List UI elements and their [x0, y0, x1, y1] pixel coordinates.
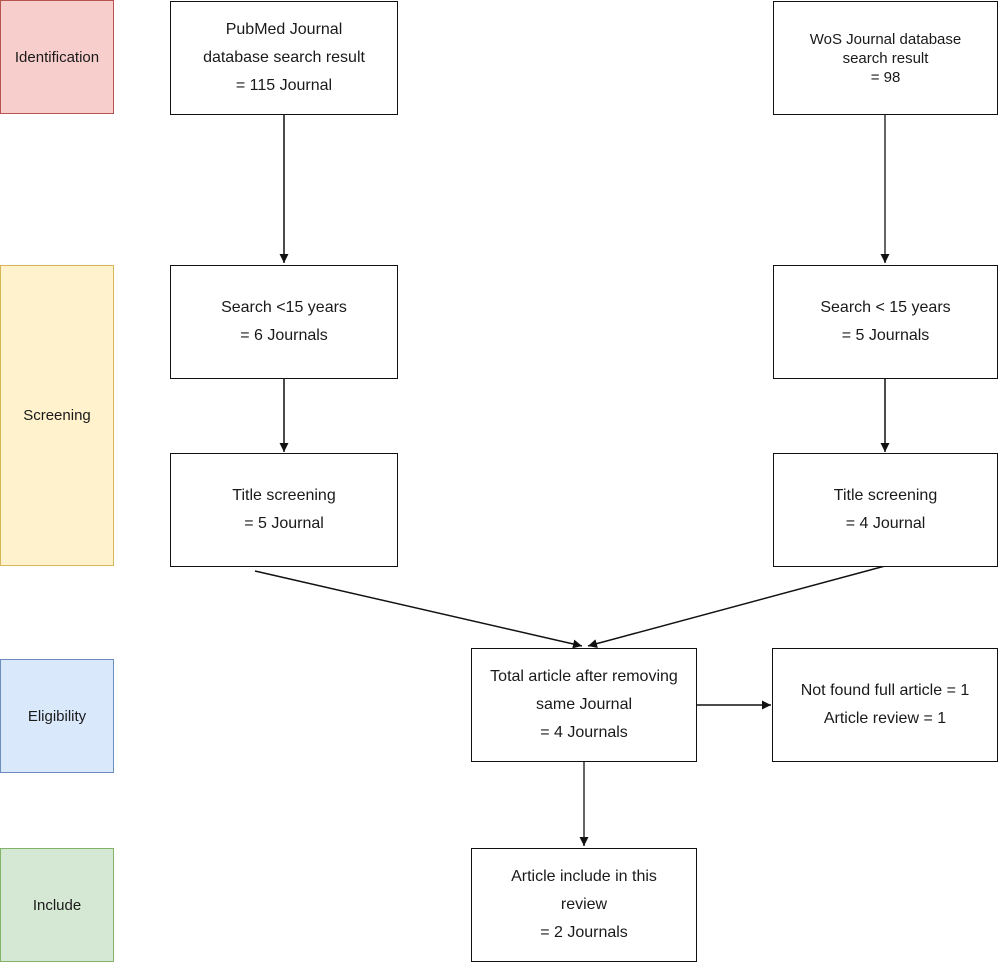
box-text-line: = 5 Journal — [244, 515, 324, 532]
box-text-line: Title screening — [833, 487, 938, 504]
box-text-line: WoS Journal database — [809, 30, 962, 48]
box-text-line: review — [560, 896, 608, 913]
box-text-line: = 4 Journal — [845, 515, 926, 532]
box-text-line: search result — [842, 49, 929, 67]
phase-include-label: Include — [32, 896, 82, 914]
arrow-pubmed-title-to-total — [254, 570, 583, 649]
phase-include: Include — [0, 848, 114, 962]
box-wos-years: Search < 15 years = 5 Journals — [773, 265, 998, 379]
box-text-line: = 115 Journal — [235, 77, 333, 94]
box-total-after-dedup: Total article after removing same Journal… — [471, 648, 697, 762]
box-text-line: Article review = 1 — [823, 710, 947, 727]
phase-screening-label: Screening — [23, 407, 91, 424]
box-pubmed-title: Title screening = 5 Journal — [170, 453, 398, 567]
box-included: Article include in this review = 2 Journal… — [471, 848, 697, 962]
box-text-line: Total article after removing — [490, 668, 678, 685]
box-text-line: Not found full article = 1 — [800, 682, 970, 699]
box-text-line: = 2 Journals — [540, 924, 628, 941]
box-excluded: Not found full article = 1 Article review… — [772, 648, 998, 762]
arrow-wos-title-to-total — [587, 565, 886, 649]
box-text-line: same Journal — [535, 696, 633, 713]
phase-screening: Screening — [0, 265, 114, 566]
box-pubmed-search: PubMed Journal database search result = 11… — [170, 1, 398, 115]
box-text-line: PubMed Journal — [225, 21, 343, 38]
box-text-line: = 5 Journals — [841, 327, 930, 344]
box-pubmed-years: Search <15 years = 6 Journals — [170, 265, 398, 379]
box-text-line: database search result — [203, 49, 365, 66]
phase-identification-label: Identification — [14, 48, 100, 66]
box-text-line: Title screening — [232, 487, 336, 504]
box-text-line: Search <15 years — [221, 299, 347, 316]
box-text-line: = 6 Journals — [240, 327, 328, 344]
phase-identification: Identification — [0, 0, 114, 114]
box-text-line: Search < 15 years — [820, 299, 951, 316]
phase-eligibility: Eligibility — [0, 659, 114, 773]
box-text-line: = 98 — [870, 68, 901, 86]
box-text-line: Article include in this — [511, 868, 657, 885]
box-wos-title: Title screening = 4 Journal — [773, 453, 998, 567]
phase-eligibility-label: Eligibility — [27, 707, 87, 725]
box-text-line: = 4 Journals — [540, 724, 628, 741]
